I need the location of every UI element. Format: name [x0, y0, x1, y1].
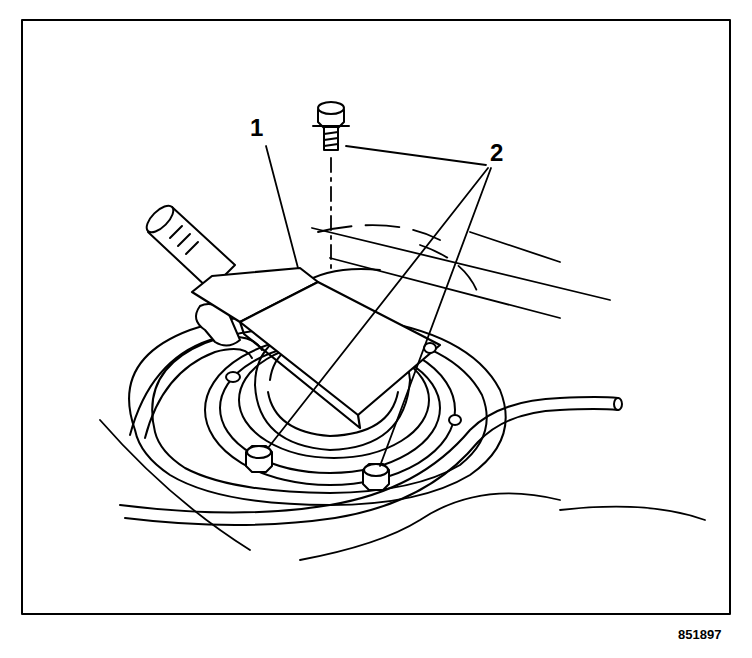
- bolt: [313, 102, 349, 150]
- body-panel-lines: [420, 245, 480, 300]
- bolt: [364, 464, 388, 476]
- wiring-connector: [170, 226, 198, 254]
- install-path: [330, 158, 332, 270]
- body-panel-lines: [470, 232, 560, 262]
- figure-number: 851897: [678, 628, 721, 641]
- leader-line: [346, 146, 486, 165]
- callout-number: 1: [250, 116, 263, 140]
- brake-line: [125, 409, 618, 525]
- bolt: [313, 125, 349, 127]
- figure-frame: [22, 20, 730, 614]
- bolt: [318, 102, 344, 114]
- leader-line: [266, 146, 491, 466]
- figure-frame: [22, 20, 730, 614]
- body-panel-lines: [560, 507, 705, 520]
- install-path: [330, 158, 332, 270]
- brake-line: [145, 349, 252, 438]
- brake-line: [614, 398, 622, 410]
- mount-nut: [226, 343, 461, 425]
- bolt: [246, 446, 272, 472]
- body-panel-lines: [100, 225, 705, 560]
- bolt: [324, 132, 338, 146]
- wiring-connector: [142, 201, 240, 345]
- bolt: [324, 128, 338, 150]
- body-panel-lines: [312, 228, 610, 300]
- bolt: [246, 446, 389, 490]
- body-panel-lines: [100, 420, 250, 550]
- wiring-connector: [142, 201, 177, 236]
- leader-line: [266, 146, 298, 268]
- leader-line: [380, 168, 491, 466]
- brake-line: [120, 397, 618, 513]
- bracket-plate: [240, 322, 360, 428]
- bracket-plate: [240, 282, 440, 415]
- bolt: [363, 464, 389, 490]
- mount-nut: [226, 372, 240, 382]
- callout-number: 2: [490, 141, 503, 165]
- leader-line: [268, 168, 488, 448]
- mount-nut: [449, 415, 461, 425]
- body-panel-lines: [318, 225, 440, 240]
